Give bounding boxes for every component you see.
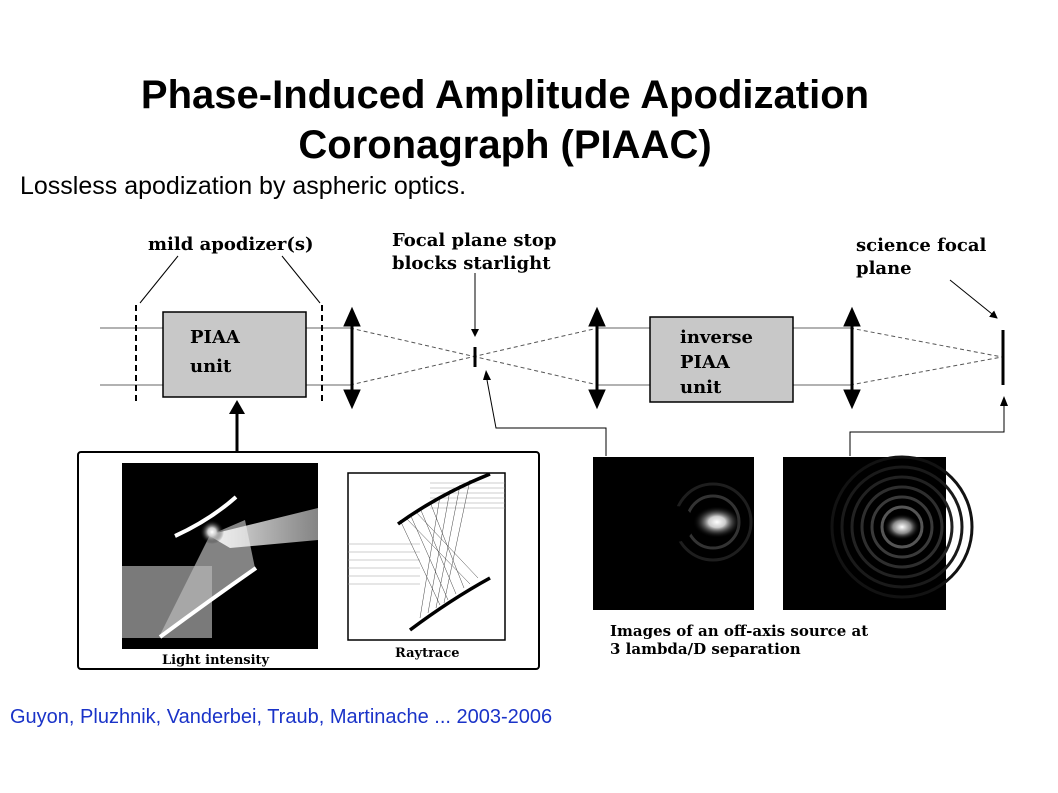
citation: Guyon, Pluzhnik, Vanderbei, Traub, Marti…	[10, 706, 553, 728]
image2-connector-head	[1000, 396, 1008, 406]
piaa-unit-label-2: unit	[190, 356, 232, 377]
inverse-piaa-label-3: unit	[680, 377, 722, 398]
light-intensity-caption: Light intensity	[162, 653, 270, 668]
focal-stop-label-2: blocks starlight	[392, 253, 551, 274]
apodizer-pointer-right	[281, 255, 321, 304]
lens-3	[843, 306, 861, 410]
intensity-arrow-head	[229, 400, 245, 414]
inverse-piaa-label-1: inverse	[680, 327, 753, 348]
raytrace-caption: Raytrace	[395, 646, 460, 661]
light-intensity-panel	[122, 463, 318, 649]
image2-connector	[849, 404, 1005, 456]
off-axis-image-1	[593, 457, 754, 610]
piaa-unit-box	[162, 311, 307, 398]
image1-connector	[486, 379, 607, 456]
mild-apodizers-label: mild apodizer(s)	[148, 234, 314, 255]
focal-stop-label-1: Focal plane stop	[392, 230, 556, 251]
final-ray-2	[849, 356, 1003, 386]
science-plane-label-2: plane	[856, 258, 912, 279]
final-ray-1	[849, 327, 1003, 358]
image1-connector-head	[483, 370, 491, 380]
science-plane-pointer	[949, 279, 998, 319]
inverse-piaa-label-2: PIAA	[680, 352, 731, 373]
title-line-1: Phase-Induced Amplitude Apodization	[140, 73, 870, 117]
piaa-unit-label-1: PIAA	[190, 327, 241, 348]
title-line-2: Coronagraph (PIAAC)	[298, 123, 712, 167]
lens-2	[588, 306, 606, 410]
science-plane-label-1: science focal	[856, 235, 987, 256]
subtitle: Lossless apodization by aspheric optics.	[20, 172, 467, 200]
apodizer-pointer-left	[139, 255, 179, 304]
off-axis-image-2	[783, 455, 974, 610]
lens-1	[343, 306, 361, 410]
images-caption-2: 3 lambda/D separation	[610, 640, 801, 658]
page-title: Phase-Induced Amplitude Apodization Coro…	[0, 70, 1010, 170]
inverse-piaa-box	[649, 316, 794, 403]
images-caption-1: Images of an off-axis source at	[610, 622, 868, 640]
raytrace-panel	[347, 472, 506, 641]
